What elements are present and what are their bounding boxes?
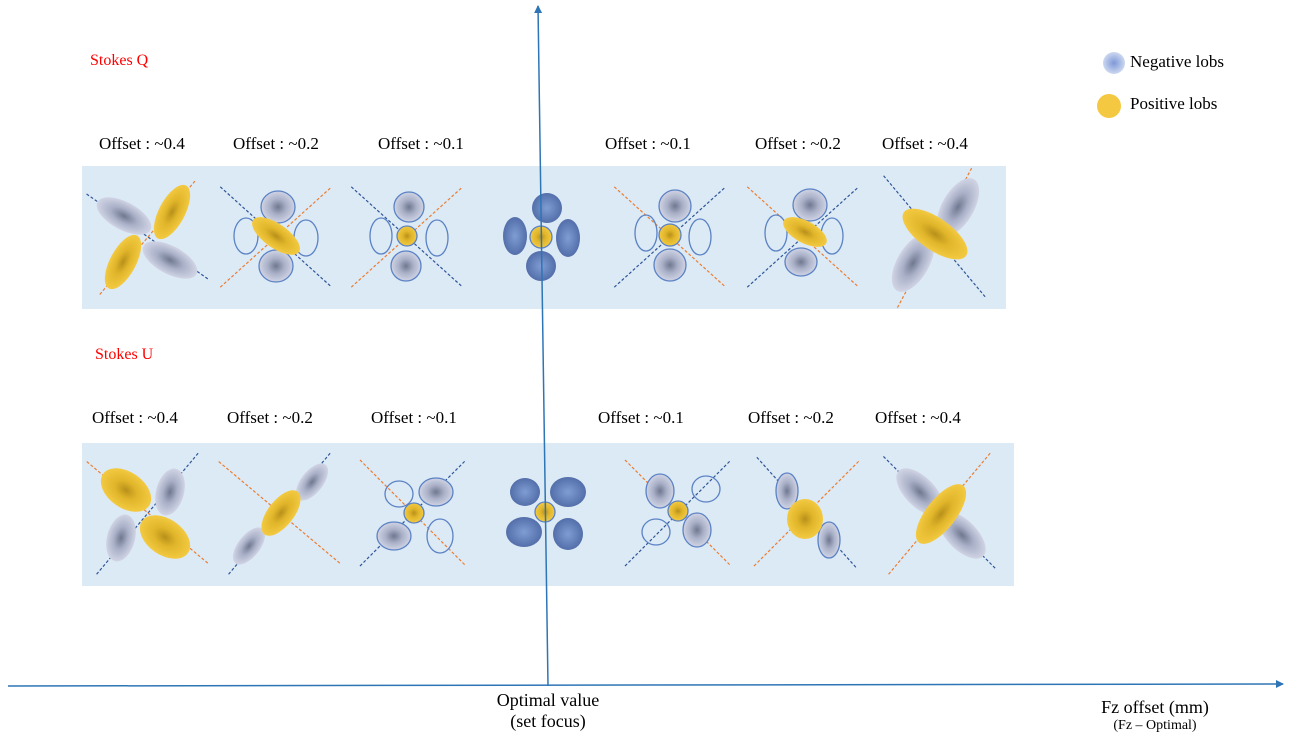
q6-negative-lobe <box>792 188 828 222</box>
u-offset-label-3: Offset : ~0.1 <box>371 408 457 427</box>
q1-negative-lobe <box>142 241 198 279</box>
u6-positive-lobe <box>787 499 823 539</box>
u5-positive-lobe <box>667 500 689 522</box>
u3-open-lobe <box>384 480 414 508</box>
negative-lobe-legend-icon <box>1103 52 1125 74</box>
u5-open-lobe <box>691 475 721 503</box>
u2-negative-lobe <box>232 527 266 565</box>
u3-negative-lobe <box>376 521 412 551</box>
q4-negative-lobe <box>526 251 556 281</box>
u-offset-label-6: Offset : ~0.4 <box>875 408 961 427</box>
u4-negative-lobe <box>550 477 586 507</box>
q-offset-label-3: Offset : ~0.1 <box>378 134 464 153</box>
q2-open-lobe <box>233 217 259 255</box>
q2-negative-lobe <box>258 249 294 283</box>
u3-positive-lobe <box>403 502 425 524</box>
optimal-value-label: Optimal value (set focus) <box>478 690 618 732</box>
q6-dashed-axis-blue <box>746 186 860 288</box>
u1-positive-lobe <box>100 468 152 512</box>
u4-negative-lobe <box>506 517 542 547</box>
u2-negative-lobe <box>295 463 329 501</box>
u3-open-lobe <box>426 518 454 554</box>
q-offset-label-2: Offset : ~0.2 <box>233 134 319 153</box>
x-axis-label-line1: Fz offset (mm) <box>1101 697 1209 717</box>
q5-negative-lobe <box>653 248 687 282</box>
q1-negative-lobe <box>96 197 152 235</box>
positive-lobs-legend-label: Positive lobs <box>1130 94 1218 113</box>
q6-positive-lobe <box>783 217 827 247</box>
q7-positive-lobe <box>902 208 968 260</box>
x-axis-arrow <box>7 680 1284 689</box>
y-axis-arrow <box>534 5 549 687</box>
negative-lobs-legend-label: Negative lobs <box>1130 52 1224 71</box>
q-offset-label-5: Offset : ~0.2 <box>755 134 841 153</box>
u-offset-label-2: Offset : ~0.2 <box>227 408 313 427</box>
q5-negative-lobe <box>658 189 692 223</box>
q-offset-label-1: Offset : ~0.4 <box>99 134 185 153</box>
u5-negative-lobe <box>645 473 675 509</box>
q5-positive-lobe <box>658 223 682 247</box>
stokes-u-title: Stokes U <box>95 346 154 363</box>
q4-negative-lobe <box>503 217 527 255</box>
u3-negative-lobe <box>418 477 454 507</box>
q6-open-lobe <box>764 214 788 252</box>
q5-dashed-axis-blue <box>613 186 727 288</box>
q7-negative-lobe <box>936 178 980 236</box>
u-offset-label-5: Offset : ~0.2 <box>748 408 834 427</box>
u-offset-label-4: Offset : ~0.1 <box>598 408 684 427</box>
u4-negative-lobe <box>510 478 540 506</box>
u5-negative-lobe <box>682 512 712 548</box>
q4-negative-lobe <box>556 219 580 257</box>
q5-open-lobe <box>634 214 658 252</box>
u2-positive-lobe <box>261 490 301 536</box>
u1-negative-lobe <box>155 468 185 516</box>
q-offset-label-6: Offset : ~0.4 <box>882 134 968 153</box>
optimal-value-line2: (set focus) <box>510 711 586 731</box>
x-axis-label: Fz offset (mm) (Fz – Optimal) <box>1085 697 1225 734</box>
q2-negative-lobe <box>260 190 296 224</box>
q1-positive-lobe <box>104 234 142 290</box>
q3-open-lobe <box>425 219 449 257</box>
u7-positive-lobe <box>915 484 967 544</box>
u6-negative-lobe <box>817 521 841 559</box>
q7-negative-lobe <box>891 234 935 292</box>
q4-negative-lobe <box>532 193 562 223</box>
u-offset-label-1: Offset : ~0.4 <box>92 408 178 427</box>
q3-positive-lobe <box>396 225 418 247</box>
q6-negative-lobe <box>784 247 818 277</box>
q3-open-lobe <box>369 217 393 255</box>
u6-negative-lobe <box>775 472 799 510</box>
q5-open-lobe <box>688 218 712 256</box>
q-offset-label-4: Offset : ~0.1 <box>605 134 691 153</box>
x-axis-label-line2: (Fz – Optimal) <box>1113 718 1197 733</box>
optimal-value-line1: Optimal value <box>496 690 600 710</box>
q1-positive-lobe <box>153 184 191 240</box>
q3-negative-lobe <box>393 191 425 223</box>
stokes-q-title: Stokes Q <box>90 52 149 69</box>
q3-negative-lobe <box>390 250 422 282</box>
lobe-panels <box>86 166 997 575</box>
u4-negative-lobe <box>553 518 583 550</box>
positive-lobe-legend-icon <box>1097 94 1121 118</box>
u5-open-lobe <box>641 518 671 546</box>
u1-positive-lobe <box>139 515 191 559</box>
q2-positive-lobe <box>252 217 300 255</box>
u1-negative-lobe <box>106 514 136 562</box>
